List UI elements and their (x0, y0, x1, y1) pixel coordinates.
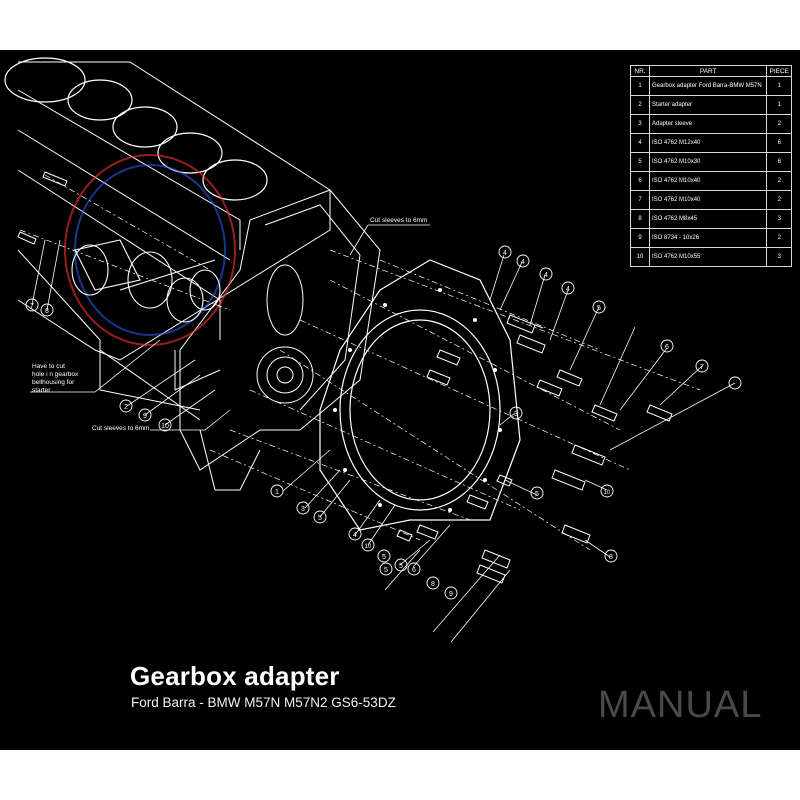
callout-label: 9 (449, 591, 453, 598)
cell-part: ISO 4762 M10x40 (648, 190, 768, 210)
callout-label: 3 (514, 411, 518, 418)
cell-part: ISO 4762 M10x40 (648, 171, 768, 191)
callout-label: 2 (124, 404, 128, 411)
table-header-row: NR. PART PIECE (630, 65, 792, 77)
cell-nr: 9 (630, 228, 650, 248)
drawing-notes: Cut sleeves to 6mm Cut sleeves to 6mm Ha… (32, 217, 427, 432)
cell-piece: 3 (766, 247, 792, 267)
cell-piece: 2 (766, 190, 792, 210)
cell-nr: 3 (630, 114, 650, 134)
cell-nr: 4 (630, 133, 650, 153)
exploded-view-drawing: 1 2 3 3 4 4 4 4 4 5 5 5 5 5 5 6 6 7 7 8 … (4, 57, 742, 643)
callout-label: 5 (318, 515, 322, 522)
page-title: Gearbox adapter (130, 661, 340, 691)
callout-label: 5 (597, 305, 601, 312)
callout-label: 5 (535, 491, 539, 498)
cell-part: ISO 4762 M8x45 (648, 209, 768, 229)
cell-part: ISO 4762 M10x55 (648, 247, 768, 267)
callout-label: 4 (566, 286, 570, 293)
bolts (17, 171, 673, 584)
cell-piece: 2 (766, 171, 792, 191)
callout-label: 1 (275, 489, 279, 496)
callout-label: 3 (301, 506, 305, 513)
cell-piece: 6 (766, 152, 792, 172)
callout-label: 5 (382, 554, 386, 561)
cell-nr: 6 (630, 171, 650, 191)
header-nr: NR. (630, 65, 650, 77)
cell-piece: 6 (766, 133, 792, 153)
callout-label: 4 (544, 272, 548, 279)
note-cut-hole-line-2: hole i n gearbox (32, 371, 79, 378)
callout-label: 6 (665, 344, 669, 351)
callout-label: 10 (365, 544, 372, 550)
adapter-plate (319, 259, 521, 531)
callout-label: 10 (604, 490, 611, 496)
assembly-lines (19, 174, 701, 551)
callout-label: 4 (503, 250, 507, 257)
callout-numbers: 1 2 3 3 4 4 4 4 4 5 5 5 5 5 5 6 6 7 7 8 … (30, 250, 704, 598)
cell-piece: 3 (766, 209, 792, 229)
engine-block (4, 57, 381, 491)
callout-label: 8 (45, 308, 49, 315)
cell-nr: 1 (630, 76, 650, 96)
manual-watermark: MANUAL (598, 684, 763, 726)
cell-nr: 10 (630, 247, 650, 267)
header-piece: PIECE (766, 65, 792, 77)
note-cut-sleeves-top: Cut sleeves to 6mm (370, 217, 427, 224)
callout-label: 4 (353, 532, 357, 539)
page-subtitle: Ford Barra - BMW M57N M57N2 GS6-53DZ (131, 695, 396, 710)
note-cut-hole-line-4: starter (32, 387, 51, 394)
cell-part: Starter adapter (648, 95, 768, 115)
drawing-canvas: 1 2 3 3 4 4 4 4 4 5 5 5 5 5 5 6 6 7 7 8 … (0, 50, 800, 750)
note-cut-hole-line-1: Have to cut (32, 363, 65, 370)
callout-label: 7 (700, 364, 704, 371)
cell-nr: 2 (630, 95, 650, 115)
callout-circles (25, 245, 742, 600)
callout-label: 8 (609, 554, 613, 561)
callout-label: 5 (399, 563, 403, 570)
callout-label: 7 (30, 303, 34, 310)
callout-label: 9 (143, 413, 147, 420)
note-cut-sleeves-bottom: Cut sleeves to 6mm (92, 425, 149, 432)
cell-nr: 5 (630, 152, 650, 172)
leader-lines (30, 224, 736, 643)
cell-piece: 2 (766, 228, 792, 248)
cell-part: ISO 4762 M10x30 (648, 152, 768, 172)
callout-label: 8 (431, 581, 435, 588)
note-cut-hole-line-3: bellhousing for (32, 379, 75, 386)
cell-part: Adapter sleeve (648, 114, 768, 134)
cell-part: ISO 4762 M12x40 (648, 133, 768, 153)
cell-piece: 2 (766, 114, 792, 134)
cell-piece: 1 (766, 76, 792, 96)
cell-piece: 1 (766, 95, 792, 115)
cell-nr: 7 (630, 190, 650, 210)
starter-motor (64, 154, 236, 346)
callout-label: 6 (412, 567, 416, 574)
header-part: PART (648, 65, 768, 77)
callout-label: 10 (161, 423, 169, 430)
cell-part: ISO 8734 - 10x26 (648, 228, 768, 248)
cell-nr: 8 (630, 209, 650, 229)
cell-part: Gearbox adapter Ford Barra-BMW M57N (648, 76, 768, 96)
callout-label: 4 (521, 259, 525, 266)
callout-label: 5 (384, 567, 388, 574)
